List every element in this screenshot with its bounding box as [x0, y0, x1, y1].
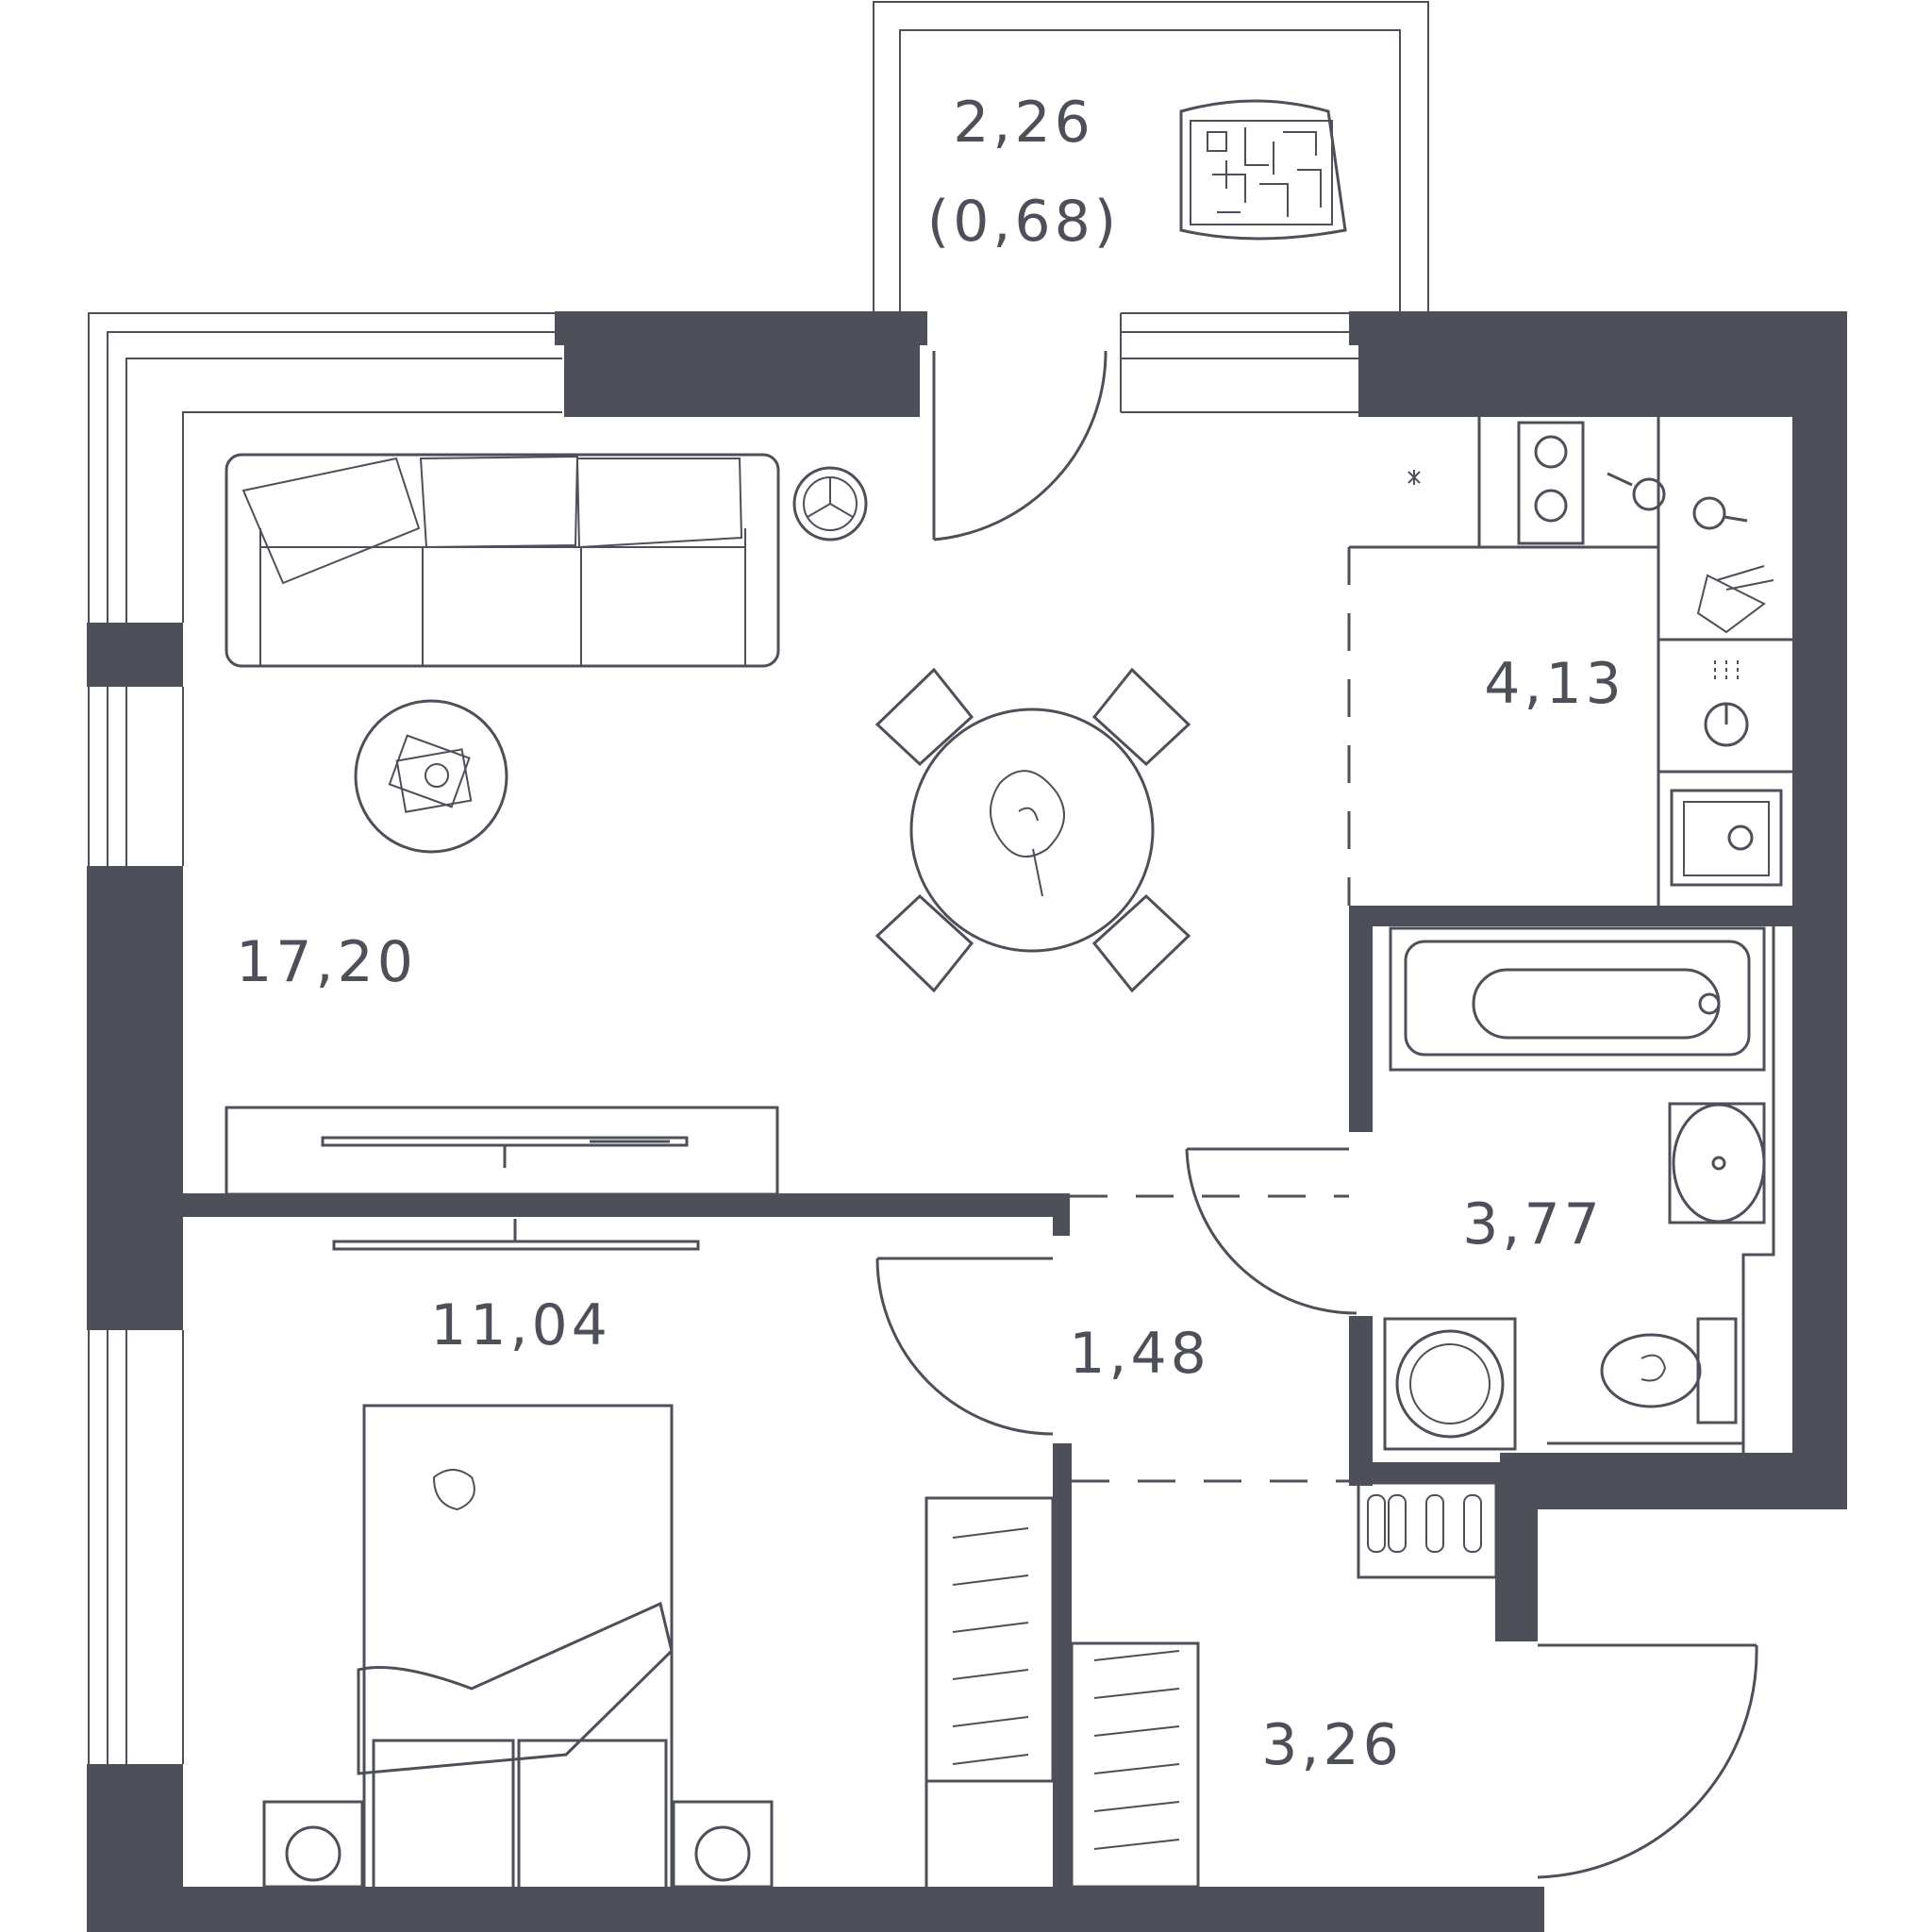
tv-icon — [321, 1136, 689, 1168]
wall-segment — [564, 345, 920, 417]
bathtub-icon — [1389, 926, 1766, 1072]
bathroom-area-label: 3,77 — [1462, 1191, 1604, 1257]
wall-segment — [87, 866, 183, 1330]
balcony — [873, 1, 1429, 311]
double-bed-icon — [357, 1404, 674, 1932]
wardrobe-icon — [1070, 1641, 1200, 1889]
door-icon — [1537, 1643, 1758, 1879]
wall-segment — [555, 311, 927, 345]
kitchen-tap-icon — [1704, 660, 1749, 747]
bathroom-shelf — [1547, 926, 1775, 1453]
laundry-basket-icon — [1179, 99, 1347, 241]
wall-segment — [1349, 1462, 1500, 1483]
door-icon — [875, 1257, 1054, 1436]
wall-segment — [87, 1887, 1544, 1932]
wall-segment — [1500, 1453, 1847, 1509]
dining-table-icon — [874, 667, 1191, 993]
corridor-area-label: 1,48 — [1069, 1321, 1210, 1387]
living-room-area-label: 17,20 — [236, 929, 417, 995]
windows — [88, 312, 1358, 1764]
wall-segment — [1349, 311, 1847, 345]
balcony-area-label: 2,26 — [953, 90, 1094, 156]
walls — [87, 311, 1847, 1932]
wardrobe-icon — [924, 1496, 1055, 1887]
zone-boundaries — [1070, 547, 1351, 1483]
wall-segment — [1792, 311, 1847, 1509]
tv-stand-icon — [225, 1106, 779, 1196]
hob-icon — [1517, 421, 1585, 545]
tv-icon — [332, 1219, 700, 1251]
shoe-rack-icon — [1357, 1481, 1498, 1579]
nightstand-icon — [262, 1800, 774, 1889]
kettle-icon — [1607, 472, 1774, 634]
coffee-table-icon — [354, 699, 508, 854]
wall-segment — [87, 623, 183, 687]
sofa-icon — [225, 453, 780, 668]
wall-segment — [1495, 1887, 1544, 1932]
hallway-area-label: 3,26 — [1261, 1712, 1403, 1778]
toilet-icon — [1600, 1317, 1738, 1424]
wall-segment — [87, 1764, 183, 1932]
wall-segment — [1358, 345, 1847, 417]
wall-segment — [1053, 1208, 1070, 1236]
door-icon — [932, 350, 1108, 541]
floor-lamp-icon — [792, 466, 868, 541]
wall-segment — [1349, 906, 1796, 926]
balcony-reduced-area-label: (0,68) — [927, 189, 1120, 255]
wall-segment — [1349, 1316, 1373, 1486]
wall-segment — [1349, 906, 1373, 1132]
washbasin-icon — [1668, 1102, 1766, 1224]
wall-segment — [1053, 1443, 1072, 1887]
wall-segment — [1495, 1481, 1538, 1641]
kitchen-sink-icon — [1670, 789, 1783, 887]
kitchen-area-label: 4,13 — [1484, 651, 1625, 717]
washing-machine-icon — [1383, 1317, 1517, 1451]
bedroom-area-label: 11,04 — [430, 1292, 611, 1358]
wall-segment — [183, 1193, 1070, 1217]
door-icon — [1185, 1147, 1357, 1315]
